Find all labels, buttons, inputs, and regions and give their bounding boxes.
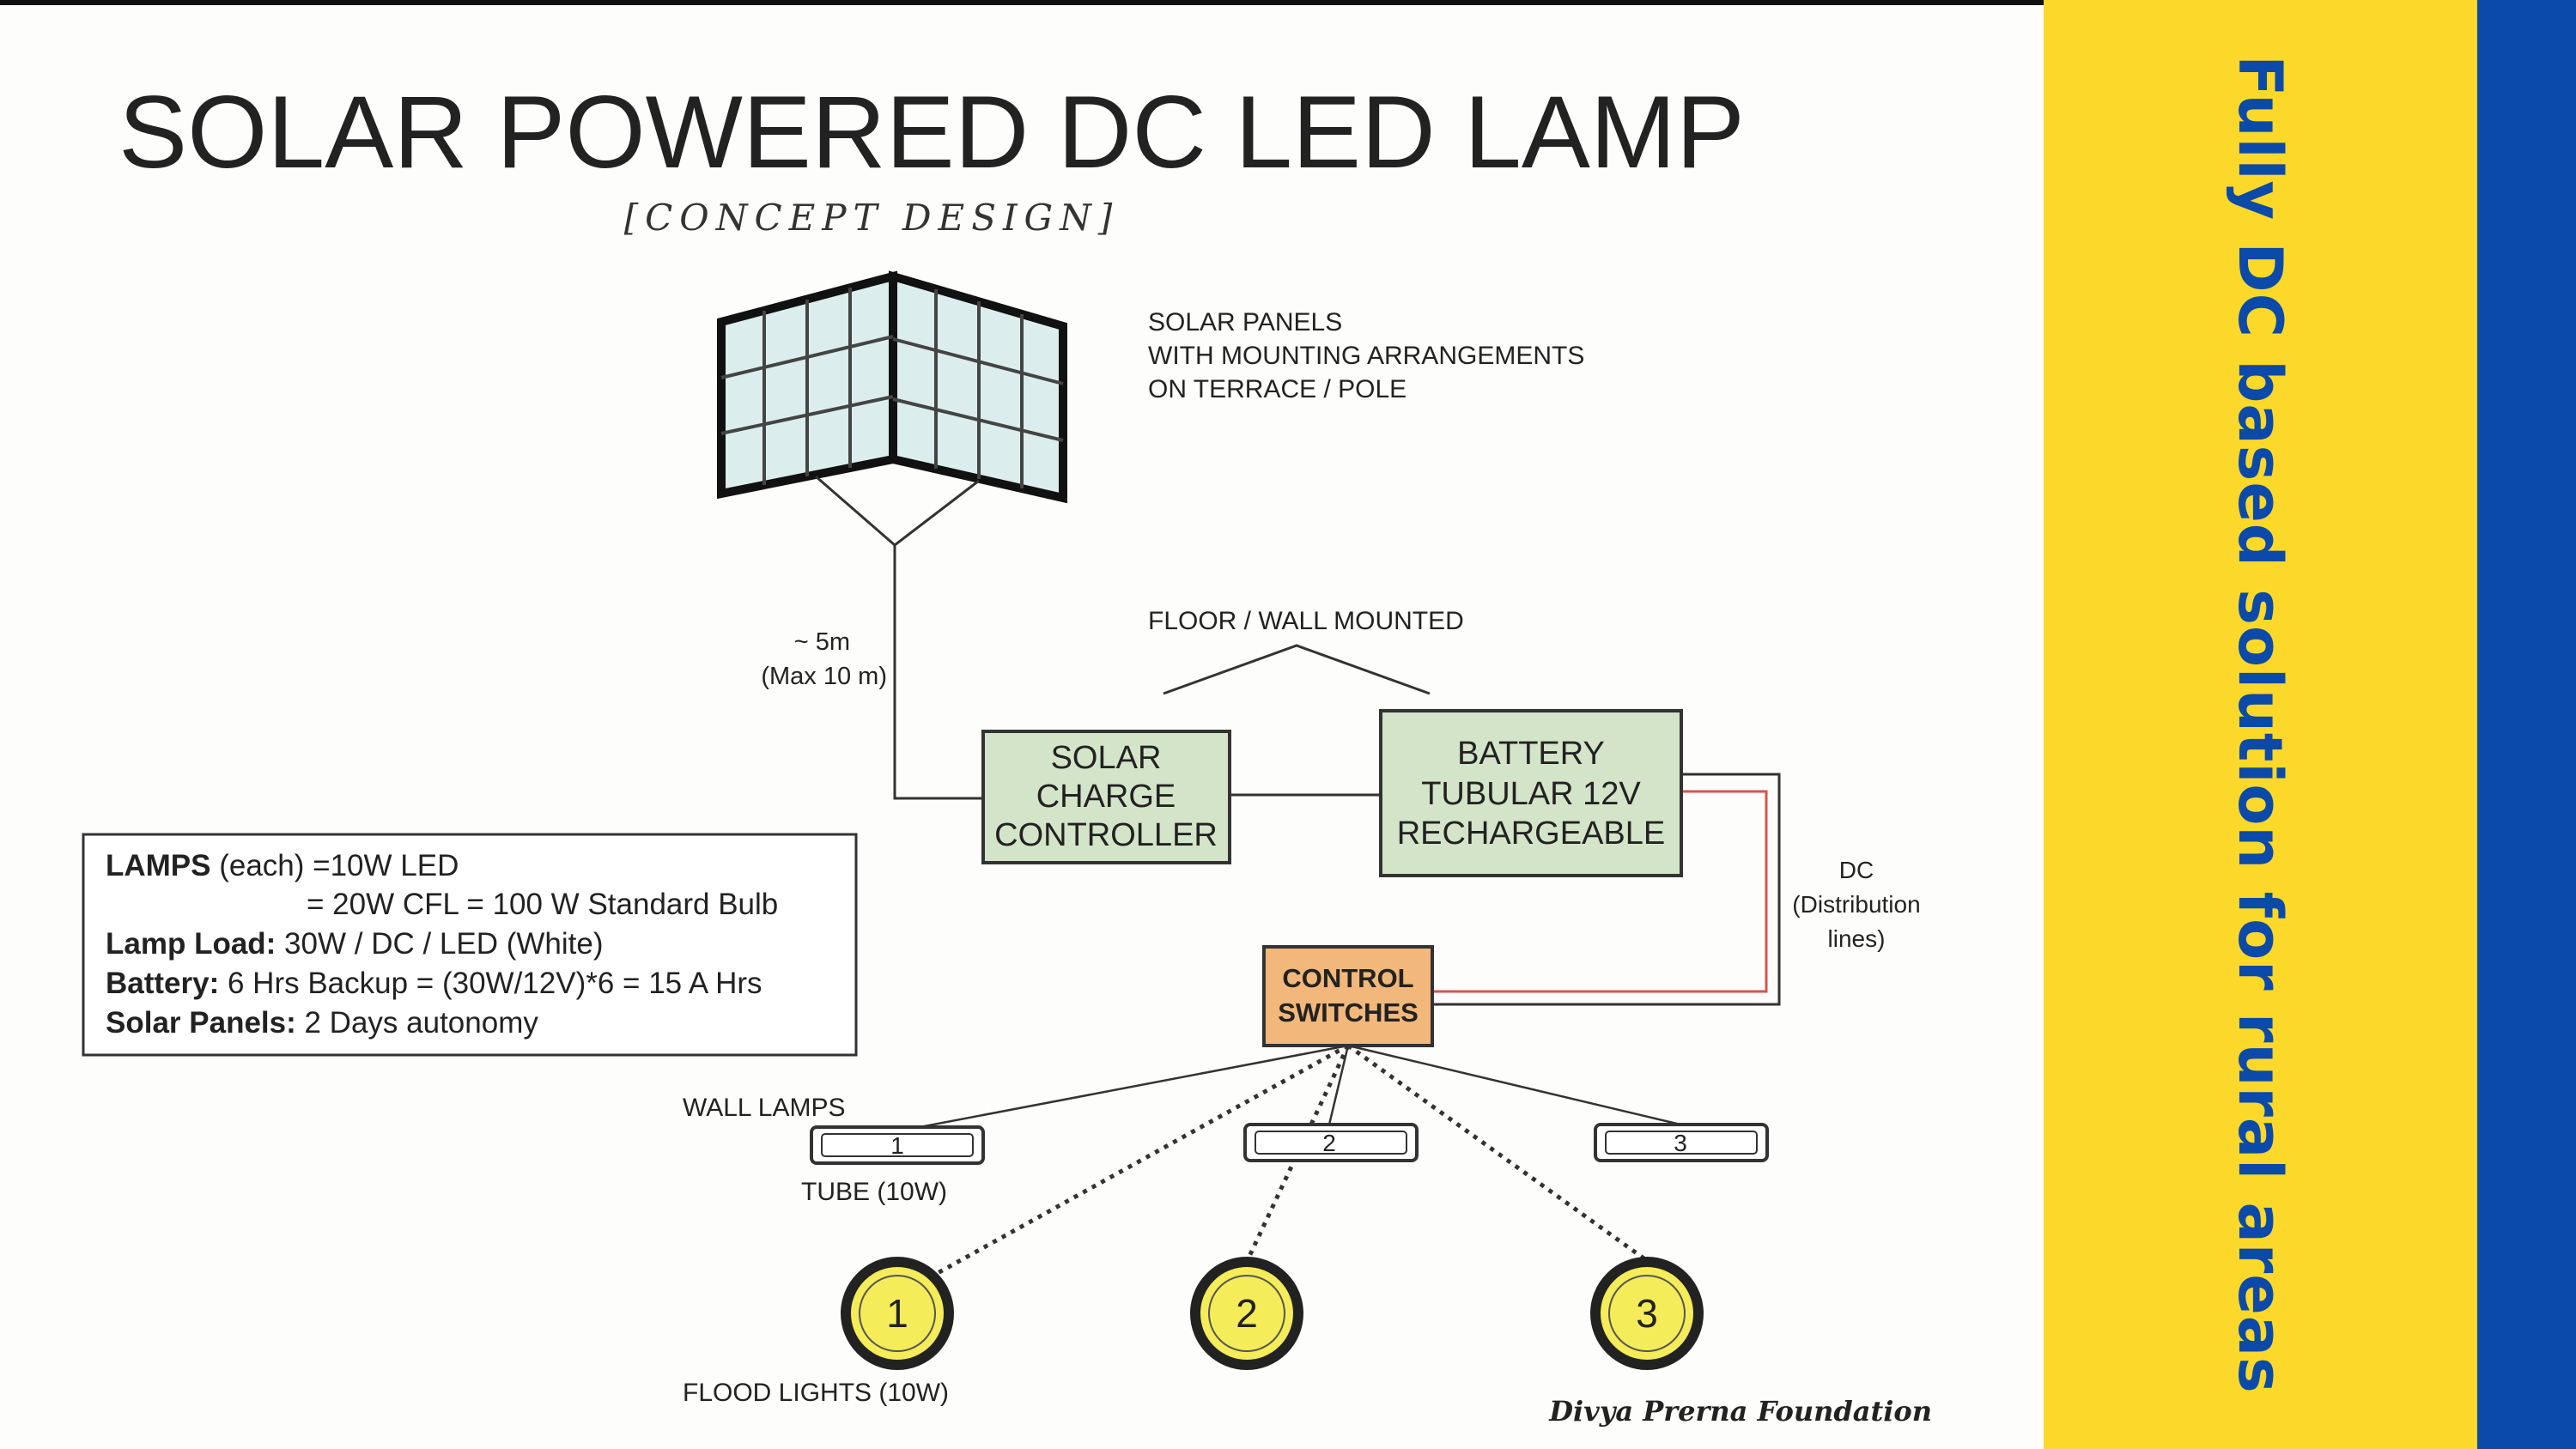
spec-lamps-equivalent: = 20W CFL = 100 W Standard Bulb xyxy=(307,888,778,921)
mount-bracket xyxy=(1163,644,1431,695)
controller-line-3: CONTROLLER xyxy=(994,817,1218,853)
caption-panel xyxy=(2044,0,2477,1449)
diagram-subtitle: [CONCEPT DESIGN] xyxy=(624,197,1120,239)
top-edge-bar xyxy=(0,0,2044,5)
cable-length-line-1: ~ 5m xyxy=(794,628,850,656)
spec-battery: Battery: 6 Hrs Backup = (30W/12V)*6 = 15… xyxy=(106,967,762,1000)
flood-light-2: 2 xyxy=(1190,1257,1303,1370)
solar-charge-controller-box: SOLAR CHARGE CONTROLLER xyxy=(981,730,1231,864)
panels-note-line-3: ON TERRACE / POLE xyxy=(1148,375,1406,403)
cable-length-line-2: (Max 10 m) xyxy=(761,663,887,690)
panels-note-line-1: SOLAR PANELS xyxy=(1148,308,1342,336)
tube-feed-lines xyxy=(896,1044,1681,1133)
tube-number-3: 3 xyxy=(1674,1130,1687,1156)
panels-note-line-2: WITH MOUNTING ARRANGEMENTS xyxy=(1148,342,1584,370)
wiring xyxy=(893,545,1781,1006)
spec-solar-panels: Solar Panels: 2 Days autonomy xyxy=(106,1006,538,1040)
flood-light-3: 3 xyxy=(1590,1257,1704,1370)
battery-line-1: BATTERY xyxy=(1457,736,1605,772)
wall-lamps-label: WALL LAMPS xyxy=(683,1094,846,1122)
spec-box: LAMPS (each) =10W LED = 20W CFL = 100 W … xyxy=(82,833,858,1057)
tube-number-1: 1 xyxy=(890,1132,904,1159)
mount-note: FLOOR / WALL MOUNTED xyxy=(1148,607,1464,635)
wall-lamp-tube-2: 2 xyxy=(1243,1123,1419,1162)
dc-line xyxy=(1432,790,1768,993)
battery-line-3: RECHARGEABLE xyxy=(1397,815,1666,852)
controller-line-1: SOLAR xyxy=(1051,740,1162,776)
controller-line-2: CHARGE xyxy=(1036,779,1176,815)
wall-lamp-tube-1: 1 xyxy=(810,1125,985,1165)
battery-line-2: TUBULAR 12V xyxy=(1421,776,1641,812)
switches-line-2: SWITCHES xyxy=(1278,997,1419,1028)
spec-lamp-load: Lamp Load: 30W / DC / LED (White) xyxy=(106,927,604,961)
flood-number-3: 3 xyxy=(1636,1291,1658,1336)
switches-line-1: CONTROL xyxy=(1282,963,1413,993)
panel-mount-lines xyxy=(815,475,980,547)
diagram-title: SOLAR POWERED DC LED LAMP xyxy=(118,75,1745,190)
diagram-scan-area xyxy=(0,5,2044,1449)
solar-lamp-diagram: SOLAR POWERED DC LED LAMP [CONCEPT DESIG… xyxy=(82,75,1932,1428)
flood-number-2: 2 xyxy=(1236,1291,1258,1336)
dc-note-line-1: DC xyxy=(1839,857,1874,883)
dc-note-line-3: lines) xyxy=(1828,925,1886,952)
flood-light-1: 1 xyxy=(841,1257,954,1370)
flood-number-1: 1 xyxy=(886,1291,908,1336)
dc-note-line-2: (Distribution xyxy=(1792,891,1920,918)
flood-lights-label: FLOOD LIGHTS (10W) xyxy=(683,1379,949,1407)
wall-lamp-tube-3: 3 xyxy=(1594,1123,1769,1162)
spec-lamps: LAMPS (each) =10W LED xyxy=(106,849,459,882)
side-caption: Fully DC based solution for rural areas xyxy=(2225,55,2295,1394)
side-accent-strip xyxy=(2477,0,2576,1449)
tube-number-2: 2 xyxy=(1322,1130,1336,1156)
solar-panels xyxy=(717,270,1067,504)
control-switches-box: CONTROL SWITCHES xyxy=(1262,945,1434,1047)
battery-box: BATTERY TUBULAR 12V RECHARGEABLE xyxy=(1379,709,1683,877)
tube-label: TUBE (10W) xyxy=(801,1178,947,1206)
foundation-signature: Divya Prerna Foundation xyxy=(1548,1395,1932,1428)
flood-feed-lines xyxy=(928,1043,1650,1280)
